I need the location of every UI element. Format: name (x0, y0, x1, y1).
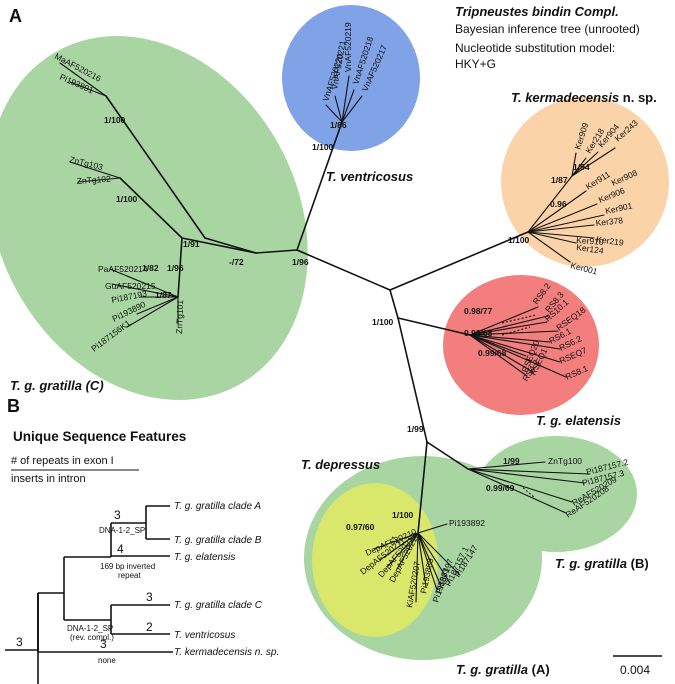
insert-label: DNA-1-2_SP (67, 624, 113, 633)
repeat-count: 3 (114, 508, 121, 522)
support-value: 1/91 (183, 239, 200, 249)
support-value: 1/100 (392, 510, 414, 520)
insert-label: DNA-1-2_SP (99, 526, 145, 535)
cladogram-tip: T. g. gratilla clade C (174, 600, 263, 611)
support-value: 0.99/69 (486, 483, 515, 493)
tip-label: VnAF520219 (343, 22, 353, 72)
clade-label-gratilla-b: T. g. gratilla (B) (555, 556, 649, 571)
features-title: Unique Sequence Features (13, 429, 186, 444)
tip-label: Ker910 (576, 235, 604, 247)
tip-label: Ker124 (576, 242, 605, 256)
support-value: 1/96 (292, 257, 309, 267)
repeat-count: 4 (117, 542, 124, 556)
tip-label: ZnTg102 (76, 174, 111, 186)
repeat-count: 3 (16, 635, 23, 649)
subtree-gratilla-c (59, 62, 257, 328)
cladogram-tip: T. g. gratilla clade A (174, 501, 261, 512)
insert-label: none (98, 656, 116, 665)
model-line-1: Nucleotide substitution model: (455, 41, 615, 55)
cladogram-tip: T. kermadecensis n. sp. (174, 647, 279, 658)
support-value: 0.97/60 (346, 522, 375, 532)
panel-label-a: A (9, 6, 22, 26)
clade-ventricosus-area (282, 5, 420, 151)
repeat-count: 3 (100, 637, 107, 651)
support-value: 1/100 (372, 317, 394, 327)
figure-title: Tripneustes bindin Compl. (455, 4, 619, 19)
support-value: 0.96 (550, 199, 567, 209)
support-value: 1/86 (330, 120, 347, 130)
support-value: 1/82 (142, 263, 159, 273)
support-value: 1/100 (508, 235, 530, 245)
tip-label: PaAF520214 (98, 264, 148, 274)
insert-label: repeat (118, 571, 141, 580)
support-value: 1/100 (116, 194, 138, 204)
clade-gratilla-c-area (0, 36, 308, 400)
scale-label: 0.004 (620, 663, 650, 677)
clade-label-kermadecensis: T. kermadecensis n. sp. (511, 90, 657, 105)
repeat-count: 2 (146, 620, 153, 634)
subtree-gratilla-a (373, 523, 461, 603)
support-values: 1/100 1/100 1/91 1/82 1/96 1/87 -/72 1/8… (104, 115, 590, 532)
support-value: 1/87 (551, 175, 568, 185)
clade-label-elatensis: T. g. elatensis (536, 413, 621, 428)
support-value: 1/87 (155, 290, 172, 300)
insert-label: (rev. compl.) (70, 633, 114, 642)
insert-label: 169 bp inverted (100, 562, 155, 571)
subtree-ventricosus (325, 75, 363, 123)
subtree-gratilla-b (467, 461, 591, 514)
support-value: -/72 (229, 257, 244, 267)
legend-inserts: inserts in intron (11, 473, 86, 485)
repeat-count: 3 (146, 590, 153, 604)
figure-subtitle: Bayesian inference tree (unrooted) (455, 22, 640, 36)
subtree-kermadecensis (527, 147, 616, 263)
tip-label: Ker219 (596, 234, 625, 248)
support-value: 0.99/68 (478, 348, 507, 358)
cladogram-labels: T. g. gratilla clade A T. g. gratilla cl… (16, 501, 279, 665)
tree-backbone (255, 121, 529, 534)
tip-label: ZnTg101 (174, 299, 185, 334)
support-value: 1/99 (407, 424, 424, 434)
clade-label-depressus: T. depressus (301, 457, 380, 472)
clade-depressus-area (312, 483, 438, 637)
tip-label: ZnTg100 (548, 456, 582, 466)
support-value: 1/100 (104, 115, 126, 125)
legend-repeats: # of repeats in exon I (11, 455, 114, 467)
clade-label-gratilla-a: T. g. gratilla (A) (456, 662, 550, 677)
support-value: 1/96 (167, 263, 184, 273)
cladogram-tip: T. g. elatensis (174, 552, 235, 563)
cladogram-tip: T. g. gratilla clade B (174, 535, 262, 546)
subtree-elatensis (469, 306, 567, 378)
tip-label: Pi193892 (449, 518, 485, 528)
clade-kermadecensis-area (501, 97, 669, 267)
support-value: 1/94 (573, 162, 590, 172)
clade-labels: T. g. gratilla (C) T. ventricosus T. ker… (10, 90, 657, 677)
tip-label: GuAF520215 (105, 281, 156, 291)
clade-label-gratilla-c: T. g. gratilla (C) (10, 378, 104, 393)
support-value: 1/99 (503, 456, 520, 466)
clade-elatensis-area (443, 275, 599, 415)
cladogram (5, 505, 173, 684)
support-value: 0.93/68 (464, 328, 493, 338)
cladogram-tip: T. ventricosus (174, 630, 235, 641)
clade-label-ventricosus: T. ventricosus (326, 169, 413, 184)
support-value: 0.98/77 (464, 306, 493, 316)
model-line-2: HKY+G (455, 57, 496, 71)
panel-label-b: B (7, 396, 20, 416)
tip-label: Ker378 (595, 215, 624, 228)
support-value: 1/100 (312, 142, 334, 152)
